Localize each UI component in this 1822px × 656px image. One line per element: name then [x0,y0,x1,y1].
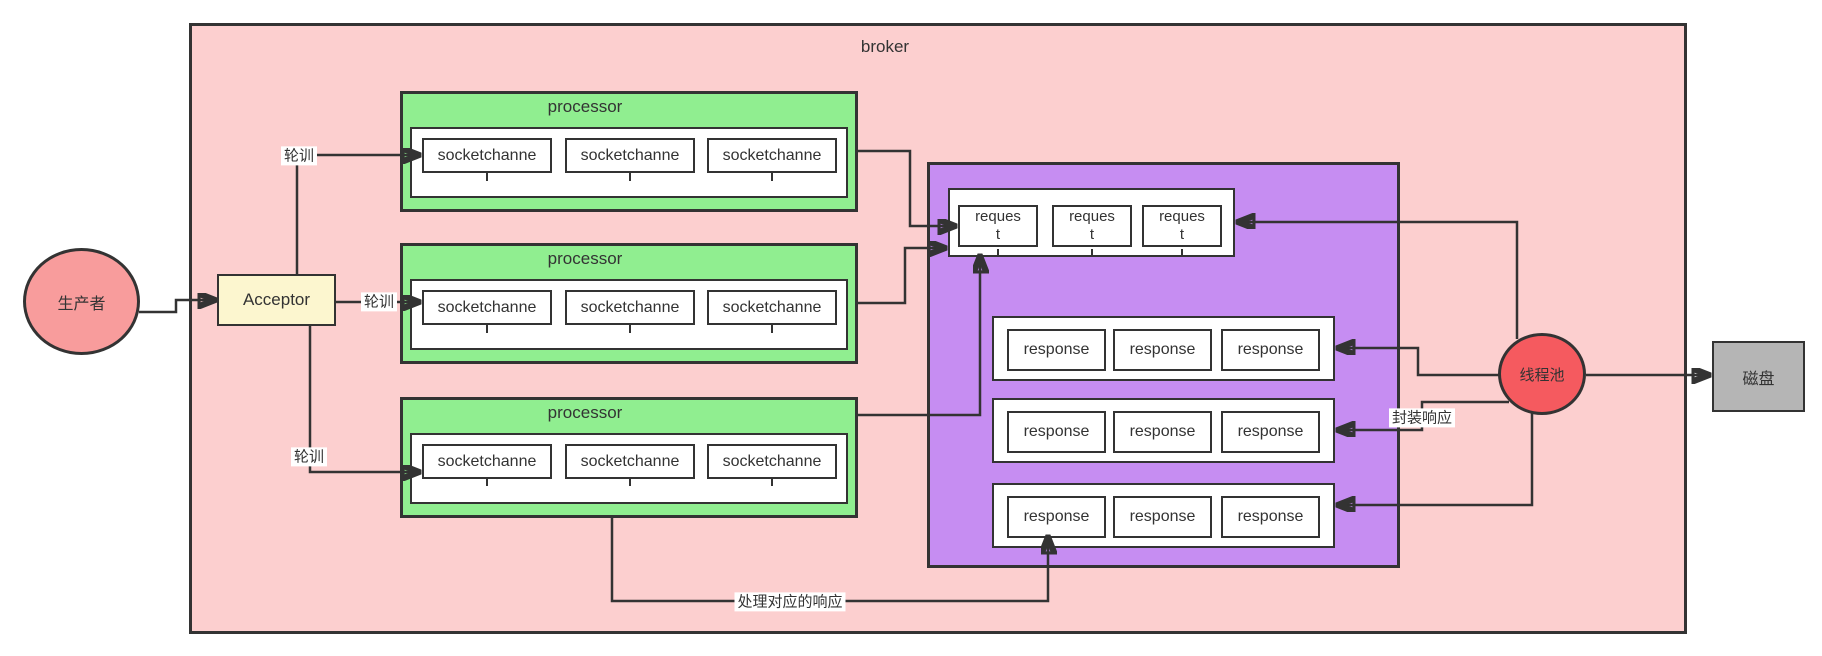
producer-label: 生产者 [57,295,106,313]
response-box: response [1221,329,1320,371]
processor-title: processor [547,403,623,422]
response-box: response [1007,496,1106,538]
producer-node: 生产者 [23,248,140,355]
request-box: reques t [1142,205,1222,247]
socketchannel-box: socketchanne [422,290,552,325]
processor-channel-container: socketchanne socketchanne socketchanne [410,433,848,504]
socketchannel-box: socketchanne [422,138,552,173]
socketchannel-box: socketchanne [707,290,837,325]
disk-label: 磁盘 [1742,370,1775,388]
socketchannel-box: socketchanne [565,138,695,173]
thread-pool-node: 线程池 [1498,333,1586,415]
response-box: response [1113,329,1212,371]
edge-label-poll-bottom: 轮训 [290,447,328,467]
response-row-2: response response response [992,398,1335,463]
processor-channel-container: socketchanne socketchanne socketchanne [410,279,848,350]
processor-channel-container: socketchanne socketchanne socketchanne [410,127,848,198]
acceptor-node: Acceptor [217,274,336,326]
edge-label-poll-top: 轮训 [280,146,318,166]
acceptor-label: Acceptor [242,290,311,309]
thread-pool-label: 线程池 [1519,366,1565,384]
processor-box-3: processor socketchanne socketchanne sock… [400,397,858,518]
broker-label: broker [860,37,910,56]
disk-node: 磁盘 [1712,341,1805,412]
response-box: response [1221,411,1320,453]
processor-title: processor [547,249,623,268]
socketchannel-box: socketchanne [707,444,837,479]
response-box: response [1221,496,1320,538]
request-response-queue-container: reques t reques t reques t response resp… [927,162,1400,568]
response-box: response [1007,411,1106,453]
socketchannel-box: socketchanne [422,444,552,479]
response-box: response [1113,496,1212,538]
processor-box-2: processor socketchanne socketchanne sock… [400,243,858,364]
processor-box-1: processor socketchanne socketchanne sock… [400,91,858,212]
response-box: response [1007,329,1106,371]
response-row-1: response response response [992,316,1335,381]
edge-label-handle-response: 处理对应的响应 [734,592,846,612]
socketchannel-box: socketchanne [565,290,695,325]
request-box: reques t [958,205,1038,247]
request-box: reques t [1052,205,1132,247]
response-box: response [1113,411,1212,453]
socketchannel-box: socketchanne [707,138,837,173]
request-queue: reques t reques t reques t [948,188,1235,257]
socketchannel-box: socketchanne [565,444,695,479]
edge-label-wrap-response: 封装响应 [1388,408,1456,428]
processor-title: processor [547,97,623,116]
response-row-3: response response response [992,483,1335,548]
edge-label-poll-middle: 轮训 [360,292,398,312]
